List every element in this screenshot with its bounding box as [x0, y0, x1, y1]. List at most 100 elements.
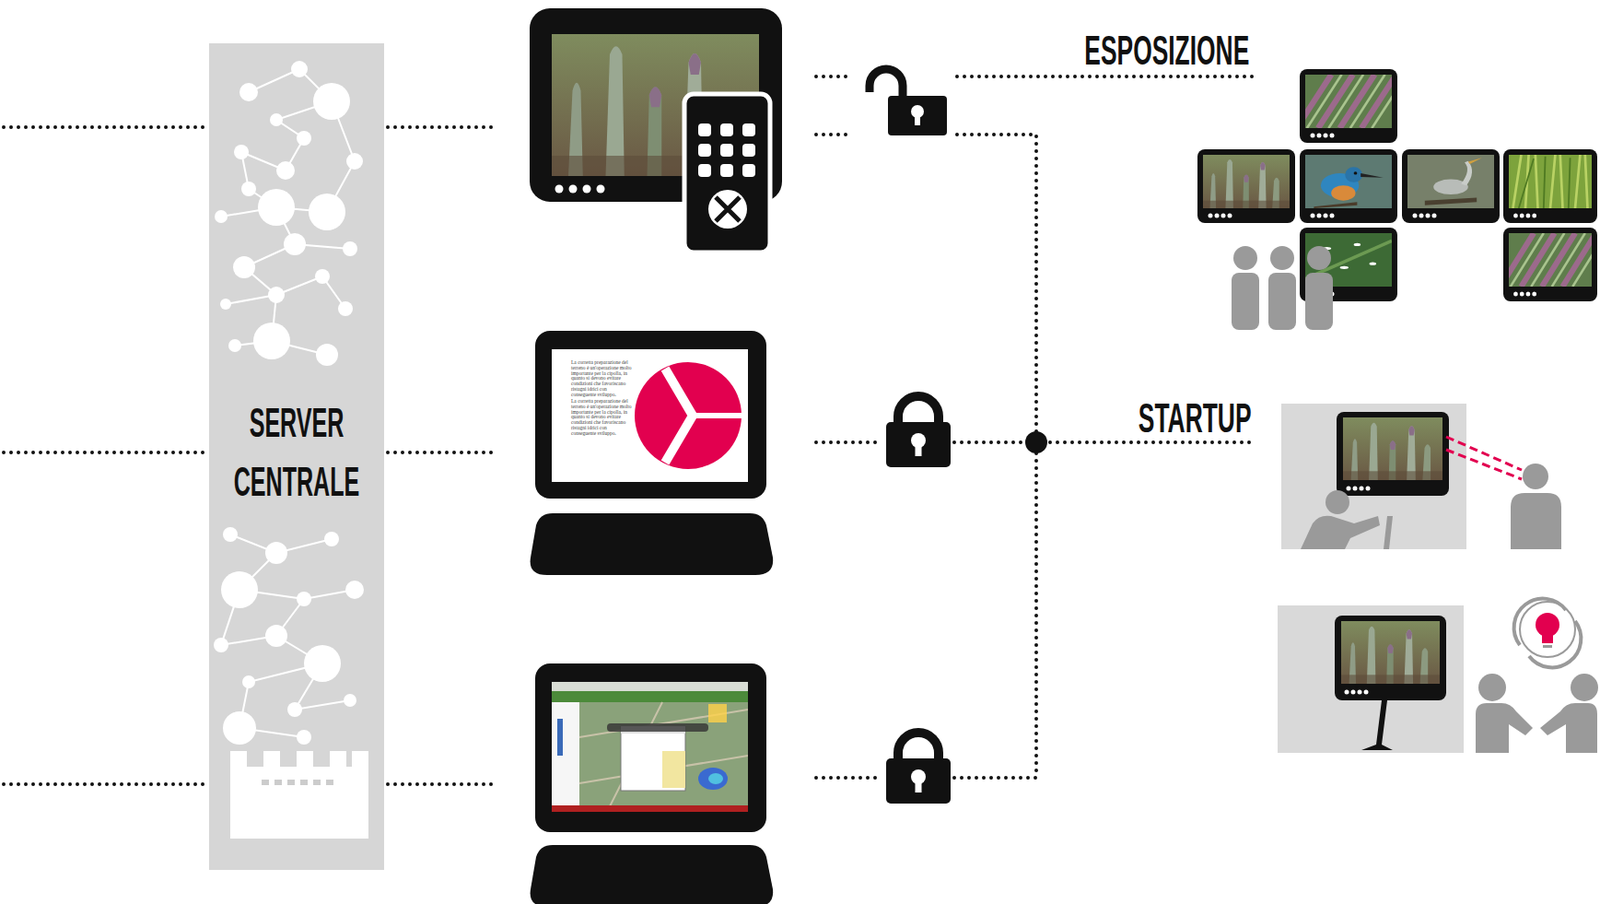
pc-monitor-gis-part [530, 844, 774, 904]
startup-collaboration-part [1542, 644, 1553, 648]
network-nodes-part [283, 233, 306, 256]
startup-collaboration-part [1478, 673, 1507, 701]
startup-presentation-part [1383, 515, 1393, 549]
startup-collaboration-part [1357, 689, 1363, 695]
unlocked-padlock [869, 69, 947, 136]
network-nodes-part [315, 268, 330, 284]
startup-collaboration-part [1475, 702, 1533, 753]
exhibition-wall-part [1407, 154, 1495, 209]
startup-collaboration-part [1570, 673, 1599, 701]
castle-icon [230, 750, 369, 839]
visitors-icon-part [1233, 245, 1258, 270]
exhibition-wall-part [1299, 149, 1398, 223]
startup-collaboration-part [1344, 689, 1350, 695]
castle-icon-part [230, 750, 247, 770]
network-nodes-part [291, 60, 308, 78]
network-lines-part [241, 69, 355, 212]
server-band-art-part [209, 43, 385, 870]
startup-collaboration-part [1519, 601, 1576, 657]
network-nodes-part [346, 152, 363, 170]
network-nodes-part [313, 82, 351, 120]
pc-monitor-slides-part [692, 412, 742, 419]
remote-control-part-part [708, 189, 748, 229]
pc-monitor-gis-part [535, 663, 767, 832]
network-nodes-part [345, 580, 364, 599]
dotted-wires-part [816, 134, 1037, 778]
startup-presentation-part [1336, 411, 1449, 496]
startup-collaboration [1277, 598, 1599, 753]
tv-monitor-part [583, 185, 592, 194]
network-nodes-part [233, 144, 249, 160]
pc-monitor-slides-part [530, 513, 774, 575]
remote-control-part-part [742, 123, 756, 137]
network-nodes-part [220, 298, 232, 310]
castle-icon-part [329, 750, 347, 770]
slide-body-text: La corretta preparazione del terreno è u… [571, 360, 632, 398]
exhibition-wall-part [1202, 154, 1290, 209]
network-nodes-part [257, 188, 295, 226]
tv-monitor-part [569, 185, 578, 194]
visitors-icon-part [1307, 245, 1332, 270]
locked-padlock-part [915, 440, 923, 456]
tv-monitor-part [596, 185, 606, 194]
startup-collaboration-part [1540, 702, 1598, 753]
exhibition-wall [1197, 69, 1600, 302]
server-band-art [209, 43, 385, 870]
castle-windows [261, 779, 334, 785]
exhibition-wall-part [1197, 149, 1296, 223]
network-nodes-part [253, 322, 291, 360]
startup-collaboration-part [1361, 700, 1393, 750]
network-nodes [213, 60, 364, 745]
network-nodes-part [287, 701, 303, 717]
network-nodes-part [296, 729, 312, 745]
exhibition-wall-part [1296, 74, 1407, 129]
startup-presentation [1281, 403, 1562, 549]
startup-collaboration-part [1514, 598, 1582, 668]
server-band: SERVER CENTRALE [209, 43, 385, 870]
locked-padlock-part [898, 396, 939, 426]
locked-padlock-part [886, 421, 951, 468]
network-nodes-part [265, 624, 288, 647]
dotted-wires-part [3, 125, 495, 129]
exhibition-wall-part [1500, 233, 1600, 287]
remote-control-part-part [720, 143, 734, 157]
section-heading: ESPOSIZIONE [1084, 28, 1250, 73]
castle-icon-part [263, 750, 281, 770]
network-nodes-part [269, 113, 283, 127]
remote-control-part-part [742, 143, 756, 157]
remote-control-part [684, 93, 771, 253]
locked-padlock-part [898, 732, 939, 762]
visitors-icon-part [1231, 272, 1260, 330]
pc-monitor-gis-part [551, 681, 748, 812]
remote-control-part-part [698, 123, 712, 137]
startup-collaboration-part [1364, 689, 1369, 695]
network-nodes-part [308, 193, 346, 231]
startup-collaboration-part [1334, 615, 1447, 701]
network-nodes-part [241, 181, 257, 197]
locked-padlock [886, 732, 951, 804]
exhibition-wall-part [1401, 149, 1500, 223]
junction-dot [1025, 431, 1048, 454]
castle-icon-part [296, 750, 314, 770]
network-nodes-part [213, 637, 229, 653]
remote-control-part-part [742, 163, 756, 177]
network-nodes-part [265, 541, 288, 564]
network-nodes-part [303, 644, 341, 682]
startup-presentation-part [1366, 486, 1371, 491]
castle-windows-part [287, 779, 295, 785]
startup-collaboration-part [1541, 633, 1554, 643]
network-nodes-part [242, 675, 256, 689]
unlocked-padlock-part [914, 111, 921, 126]
network-nodes-part [221, 571, 258, 608]
pc-monitor-slides-part [665, 368, 693, 463]
network-nodes-part [343, 693, 357, 707]
remote-control-part-part [698, 163, 712, 177]
startup-collaboration-part [1535, 612, 1560, 637]
castle-windows-part [326, 779, 334, 785]
startup-collaboration-part [1341, 620, 1440, 684]
pc-monitor-slides [530, 330, 774, 575]
network-nodes-part [315, 343, 339, 366]
network-nodes-part [239, 82, 258, 102]
network-nodes-part [276, 161, 295, 180]
